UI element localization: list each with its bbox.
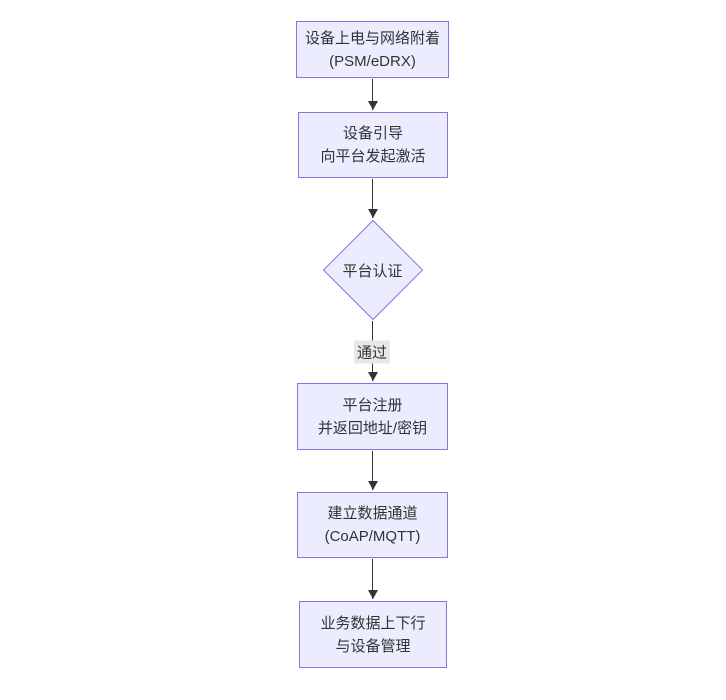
node-bootstrap-line2: 向平台发起激活 [320,148,426,165]
node-data-channel-line1: 建立数据通道 [327,505,418,522]
node-data-channel-line2: (CoAP/MQTT) [324,528,421,545]
node-bootstrap-line1: 设备引导 [342,125,403,142]
edge-arrow-1 [372,79,373,110]
node-bootstrap: 设备引导 向平台发起激活 [298,112,448,178]
node-business-data-line1: 业务数据上下行 [320,614,426,632]
edge-arrow-2 [372,179,373,218]
edge-label-pass: 通过 [353,340,391,364]
node-platform-register: 平台注册 并返回地址/密钥 [297,383,448,450]
node-platform-register-line2: 并返回地址/密钥 [317,419,428,437]
edge-arrow-4 [372,451,373,490]
node-business-data-line2: 与设备管理 [335,637,411,655]
node-business-data: 业务数据上下行 与设备管理 [299,601,447,668]
node-platform-register-line1: 平台注册 [342,396,403,414]
node-power-on-line2: (PSM/eDRX) [329,52,416,70]
edge-arrow-5 [372,559,373,599]
node-platform-auth: 平台认证 [322,219,423,321]
node-platform-auth-label: 平台认证 [342,262,403,280]
node-data-channel: 建立数据通道 (CoAP/MQTT) [297,492,448,558]
node-power-on-line1: 设备上电与网络附着 [304,29,440,47]
node-power-on: 设备上电与网络附着 (PSM/eDRX) [296,21,449,78]
